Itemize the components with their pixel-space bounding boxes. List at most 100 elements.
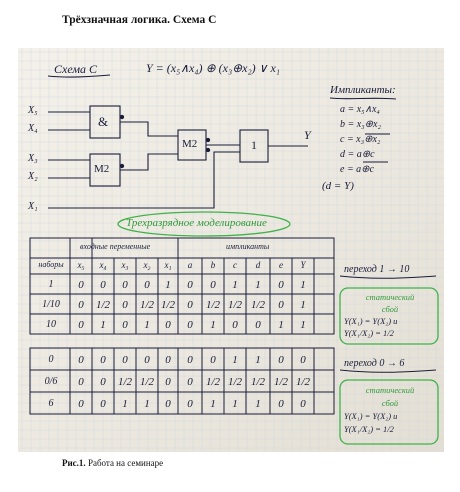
formula: Y = (x₅∧x₄) ⊕ (x₃⊕x₂) ∨ x₁ — [146, 61, 280, 76]
wire-b — [120, 153, 178, 171]
table-cell: 6 — [48, 398, 54, 409]
formula-term2: (x₃⊕x₂) — [218, 61, 256, 75]
note2-box — [339, 379, 439, 445]
col-header: x₅ — [77, 260, 85, 270]
sim-title: Трехразрядное моделирование — [126, 217, 267, 229]
table-cell: 0 — [187, 299, 193, 311]
implicant-d: d = a⊕c — [340, 149, 375, 160]
seminar-notebook-photo: Схема C Y = (x₅∧x₄) ⊕ (x₃⊕x₂) ∨ x₁ X₅ X₄… — [18, 48, 444, 452]
table-cell: 1 — [300, 299, 306, 311]
formula-lhs: Y = — [146, 61, 164, 75]
note2-line: статический — [365, 385, 415, 395]
wire-a — [120, 121, 178, 137]
table-cell: 0 — [278, 354, 284, 366]
note2: статический сбой Y(X₁) = Y(X₂) и Y(X₁/X₂… — [344, 384, 436, 436]
col-header: x₃ — [121, 260, 129, 270]
and-gate-label: & — [98, 114, 109, 129]
implicant-c: c = x₃⊕x₂ — [340, 134, 381, 145]
page-heading: Трёхзначная логика. Схема С — [62, 14, 217, 26]
col-header: x₂ — [143, 260, 151, 270]
table-cell: 1/2 — [227, 376, 243, 388]
table-cell: 0 — [255, 319, 261, 331]
table-cell: 1/2 — [139, 376, 155, 388]
table-cell: 0 — [100, 398, 106, 410]
table-cell: 0 — [187, 398, 193, 410]
table-cell: 0 — [122, 279, 128, 291]
table-cell: 1 — [165, 279, 171, 291]
table-cell: 0 — [122, 354, 128, 366]
implicants-title: Импликанты: — [330, 84, 396, 96]
table-cell: 0 — [278, 299, 284, 311]
formula-tail: ∨ x₁ — [258, 61, 280, 75]
table-cell: 0 — [232, 319, 238, 331]
table-cell: 1/10 — [42, 299, 60, 310]
implicant-e: e = a⊕c — [340, 164, 375, 175]
note2-line: сбой — [381, 398, 399, 408]
table-cell: 1 — [300, 279, 306, 291]
output-label: Y — [304, 128, 311, 142]
table-cell: 0 — [165, 354, 171, 366]
table-cell: 0 — [122, 319, 128, 331]
table-cell: 0 — [78, 376, 84, 388]
table-cell: 1 — [300, 319, 306, 331]
table-cell: 0 — [78, 299, 84, 311]
table-cell: 0 — [210, 354, 216, 366]
implicant-b: b = x₃⊕x₂ — [340, 119, 381, 130]
or-gate-label: 1 — [251, 138, 257, 152]
col-header: d — [255, 260, 261, 270]
table-cell: 0 — [78, 398, 84, 410]
table-cell: 1 — [255, 398, 261, 410]
input-label-x3: X₃ — [28, 153, 38, 164]
table-cell: 1 — [144, 319, 150, 331]
scheme-label: Схема C — [54, 62, 98, 76]
col-header: e — [279, 260, 283, 270]
table-cell: 1 — [232, 398, 238, 410]
sim-title-oval — [117, 211, 291, 237]
table-cell: 1 — [255, 279, 261, 291]
table-cell: 0 — [100, 376, 106, 388]
table2-grid — [29, 347, 335, 415]
table-cell: 0 — [187, 319, 193, 331]
table-cell: 1/2 — [205, 376, 221, 388]
col-header: a — [187, 260, 193, 270]
implicant-a: a = x₅∧x₄ — [340, 104, 380, 115]
note1-box — [339, 287, 439, 345]
table-cell: 1/2 — [95, 299, 111, 311]
input-label-x2: X₂ — [28, 171, 38, 182]
caption-label: Рис.1. — [62, 458, 86, 468]
group-implicants-label: импликанты — [226, 242, 270, 251]
table-cell: 0 — [78, 354, 84, 366]
transition1: переход 1 → 10 — [344, 264, 410, 275]
table-cell: 1/2 — [250, 376, 266, 388]
table-cell: 1 — [278, 319, 284, 331]
table-cell: 0 — [278, 398, 284, 410]
table-cell: 1 — [210, 319, 216, 331]
table-cell: 1 — [232, 279, 238, 291]
col-header: x₄ — [99, 260, 107, 270]
table-cell: 1 — [144, 398, 150, 410]
table-cell: 1 — [255, 354, 261, 366]
table-cell: 0 — [210, 279, 216, 291]
table-cell: 0 — [187, 354, 193, 366]
wire-x1 — [48, 151, 240, 209]
table-cell: 1/2 — [205, 299, 221, 311]
table-cell: 1 — [232, 354, 238, 366]
formula-term1: (x₅∧x₄) — [166, 61, 203, 75]
notebook-ink — [29, 74, 439, 445]
table-cell: 10 — [46, 319, 56, 330]
table-cell: 0 — [144, 354, 150, 366]
table-cell: 1/2 — [250, 299, 266, 311]
table-cell: 0 — [144, 279, 150, 291]
note1-line: сбой — [381, 304, 399, 314]
table-cell: 1/2 — [117, 376, 133, 388]
table-cell: 0 — [100, 279, 106, 291]
table-cell: 0/6 — [44, 376, 58, 387]
formula-op: ⊕ — [205, 61, 216, 75]
figure-caption: Рис.1. Работа на семинаре — [62, 458, 163, 468]
implicant-d-eq-y: (d = Y) — [322, 180, 354, 192]
table-cell: 0 — [300, 354, 306, 366]
m2-mid-label: M2 — [182, 138, 198, 150]
input-label-x5: X₅ — [28, 105, 38, 116]
table-cell: 0 — [78, 279, 84, 291]
col-header: Y — [300, 260, 306, 270]
